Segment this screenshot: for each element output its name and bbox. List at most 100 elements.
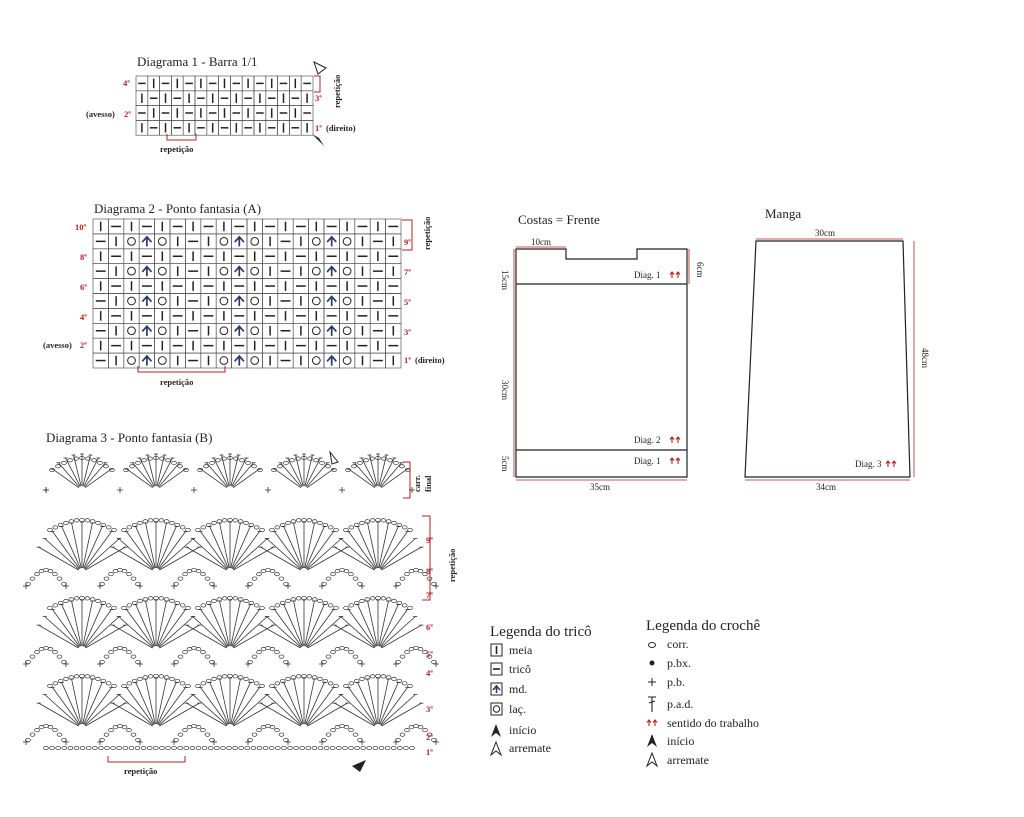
double-crochet-icon [306, 694, 342, 726]
decrease-stitch-icon [234, 265, 245, 277]
decrease-stitch-icon [234, 354, 245, 366]
chart-cell [308, 233, 325, 250]
double-crochet-icon [379, 604, 399, 647]
double-crochet-icon [84, 609, 112, 648]
double-crochet-icon [280, 462, 302, 488]
chart-cell [123, 293, 140, 309]
yarn-over-icon [219, 236, 229, 246]
chart-cell [123, 263, 140, 279]
double-crochet-icon [186, 546, 227, 571]
double-crochet-icon [82, 679, 93, 725]
chain-icon [191, 723, 197, 729]
chain-icon [274, 525, 281, 530]
single-crochet-icon [137, 661, 143, 667]
chain-icon [422, 650, 428, 655]
double-crochet-icon [348, 609, 376, 648]
work-direction-icon [675, 271, 681, 278]
chain-icon [285, 676, 291, 681]
sleeve-diag-label: Diag. 3 [855, 459, 882, 469]
double-crochet-icon [232, 694, 268, 726]
chain-icon [73, 456, 79, 461]
double-crochet-icon [61, 682, 81, 725]
chain-icon [52, 603, 59, 608]
chain-icon [61, 460, 67, 465]
chain-icon [274, 603, 281, 608]
chain-icon [357, 460, 363, 465]
chain-icon [366, 745, 373, 751]
single-crochet-icon [211, 661, 217, 667]
single-crochet-icon [339, 487, 345, 493]
chain-icon [104, 745, 110, 751]
double-crochet-icon [340, 694, 376, 726]
chain-icon [243, 598, 249, 603]
double-crochet-icon [206, 462, 228, 488]
chain-icon [305, 745, 312, 751]
chain-icon [342, 745, 348, 751]
chain-icon [348, 728, 354, 733]
single-crochet-icon [63, 583, 69, 589]
chart-cell [154, 293, 171, 309]
chain-icon [185, 605, 191, 611]
chain-icon [396, 600, 403, 606]
d3-row-6: 6ª [426, 622, 433, 632]
chain-icon [283, 460, 289, 465]
chain-icon [205, 600, 212, 606]
double-crochet-icon [260, 702, 301, 727]
chain-icon [237, 675, 244, 680]
double-crochet-icon [283, 682, 303, 725]
double-crochet-icon [307, 468, 334, 488]
d2-row-4: 4ª [80, 312, 87, 322]
chain-icon [413, 567, 419, 573]
double-crochet-icon [61, 526, 81, 569]
chain-icon [372, 745, 379, 751]
chain-icon [369, 674, 376, 679]
chain-icon [359, 676, 365, 681]
chain-icon [353, 600, 360, 606]
chain-icon [345, 467, 351, 473]
double-crochet-icon [305, 457, 321, 487]
chain-icon [334, 647, 341, 652]
left-top-label: 15cm [500, 270, 510, 290]
chart-cell [154, 352, 171, 369]
chain-icon [179, 681, 186, 686]
chain-icon [98, 745, 104, 751]
yarn-over-icon [311, 236, 321, 246]
chain-icon [204, 654, 211, 659]
double-crochet-icon [118, 616, 154, 648]
chart-cell [339, 233, 356, 250]
chain-icon [200, 681, 207, 686]
chain-icon [79, 673, 85, 679]
chart-cell [215, 352, 232, 369]
d2-wrong-side: (avesso) [43, 340, 72, 350]
work-direction-icon [646, 719, 658, 726]
chain-icon [265, 645, 271, 651]
d1-right-side: (direito) [326, 123, 356, 133]
diagram-1-grid [135, 75, 314, 136]
double-crochet-icon [232, 531, 260, 570]
double-crochet-icon [380, 609, 408, 648]
chain-icon [169, 676, 175, 681]
double-crochet-icon [139, 457, 155, 487]
chain-icon [348, 525, 355, 530]
chain-icon [109, 467, 115, 473]
chain-icon [274, 728, 280, 733]
double-crochet-icon [266, 616, 302, 648]
chain-icon [327, 603, 334, 608]
double-crochet-icon [293, 523, 304, 569]
diagram-1-title: Diagrama 1 - Barra 1/1 [137, 54, 258, 69]
d3-row-8: 8ª [426, 566, 433, 576]
chain-icon [232, 674, 239, 679]
chain-icon [200, 603, 207, 608]
chain-icon [399, 464, 405, 469]
chain-icon [375, 673, 381, 679]
chain-icon [207, 745, 214, 751]
chain-icon [52, 728, 58, 733]
yarn-over-icon [311, 266, 321, 276]
chain-icon [117, 645, 123, 651]
chain-icon [159, 745, 165, 751]
chain-icon [311, 597, 318, 602]
double-crochet-icon [44, 694, 80, 726]
chain-icon [363, 458, 369, 463]
chain-icon [68, 675, 75, 680]
chain-icon [322, 678, 329, 684]
